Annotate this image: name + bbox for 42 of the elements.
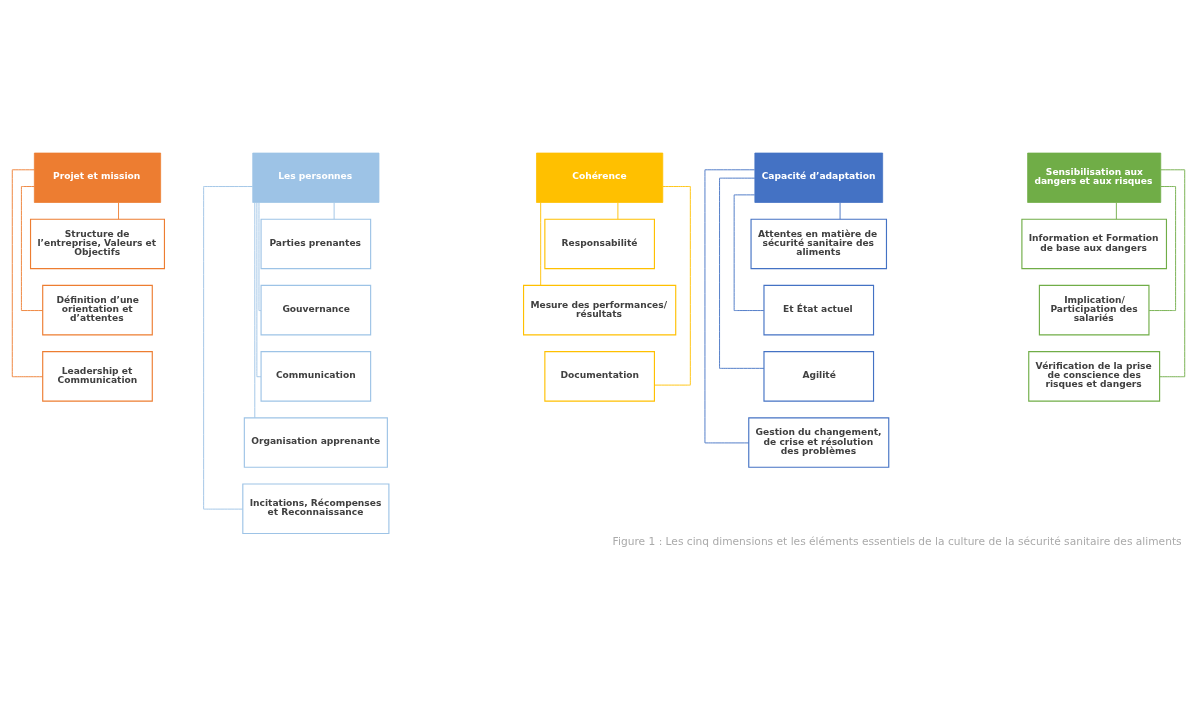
caption: Figure 1 : Les cinq dimensions et les éléments essentiels de la culture de la sécurité sanitaire des aliments xyxy=(612,535,1182,549)
node-box: Cohérence xyxy=(536,152,664,203)
connector xyxy=(203,186,253,510)
node-box: Vérification de la prise de conscience des risques et dangers xyxy=(1028,351,1161,402)
node-box: Incitations, Récompenses et Reconnaissance xyxy=(242,483,390,535)
connector xyxy=(654,186,691,386)
connector xyxy=(254,202,256,419)
connector xyxy=(256,202,262,378)
node-box: Information et Formation de base aux dangers xyxy=(1021,218,1168,270)
node-box: Projet et mission xyxy=(33,152,161,203)
node-box: Leadership et Communication xyxy=(42,351,153,402)
connector xyxy=(11,169,43,378)
node-box: Attentes en matière de sécurité sanitaire des aliments xyxy=(750,218,888,270)
node-box: Communication xyxy=(260,351,372,402)
connector xyxy=(839,202,841,220)
connector xyxy=(1115,202,1117,220)
node-box: Les personnes xyxy=(252,152,380,203)
node-box: Gestion du changement, de crise et résolution des problèmes xyxy=(748,417,890,468)
connector xyxy=(258,202,262,311)
node-box: Responsabilité xyxy=(544,218,655,270)
node-box: Gouvernance xyxy=(260,284,372,336)
node-box: Mesure des performances/ résultats xyxy=(523,284,677,336)
node-box: Agilité xyxy=(763,351,875,402)
connector xyxy=(617,202,619,220)
node-box: Documentation xyxy=(544,351,655,402)
node-box: Structure de l’entreprise, Valeurs et Objectifs xyxy=(29,218,165,270)
connector xyxy=(704,169,755,444)
node-box: Sensibilisation aux dangers et aux risques xyxy=(1027,152,1162,203)
connector xyxy=(20,186,44,311)
connector xyxy=(118,202,119,220)
node-box: Organisation apprenante xyxy=(243,417,388,468)
node-box: Et État actuel xyxy=(763,284,875,336)
node-box: Capacité d’adaptation xyxy=(754,152,884,203)
connector xyxy=(1148,186,1177,311)
node-box: Implication/ Participation des salariés xyxy=(1038,284,1150,336)
node-box: Définition d’une orientation et d’attentes xyxy=(42,284,153,336)
connector xyxy=(540,202,542,286)
connector xyxy=(333,202,335,220)
connector xyxy=(1159,169,1186,378)
connector xyxy=(733,194,765,311)
connector xyxy=(719,177,765,369)
node-box: Parties prenantes xyxy=(260,218,372,270)
